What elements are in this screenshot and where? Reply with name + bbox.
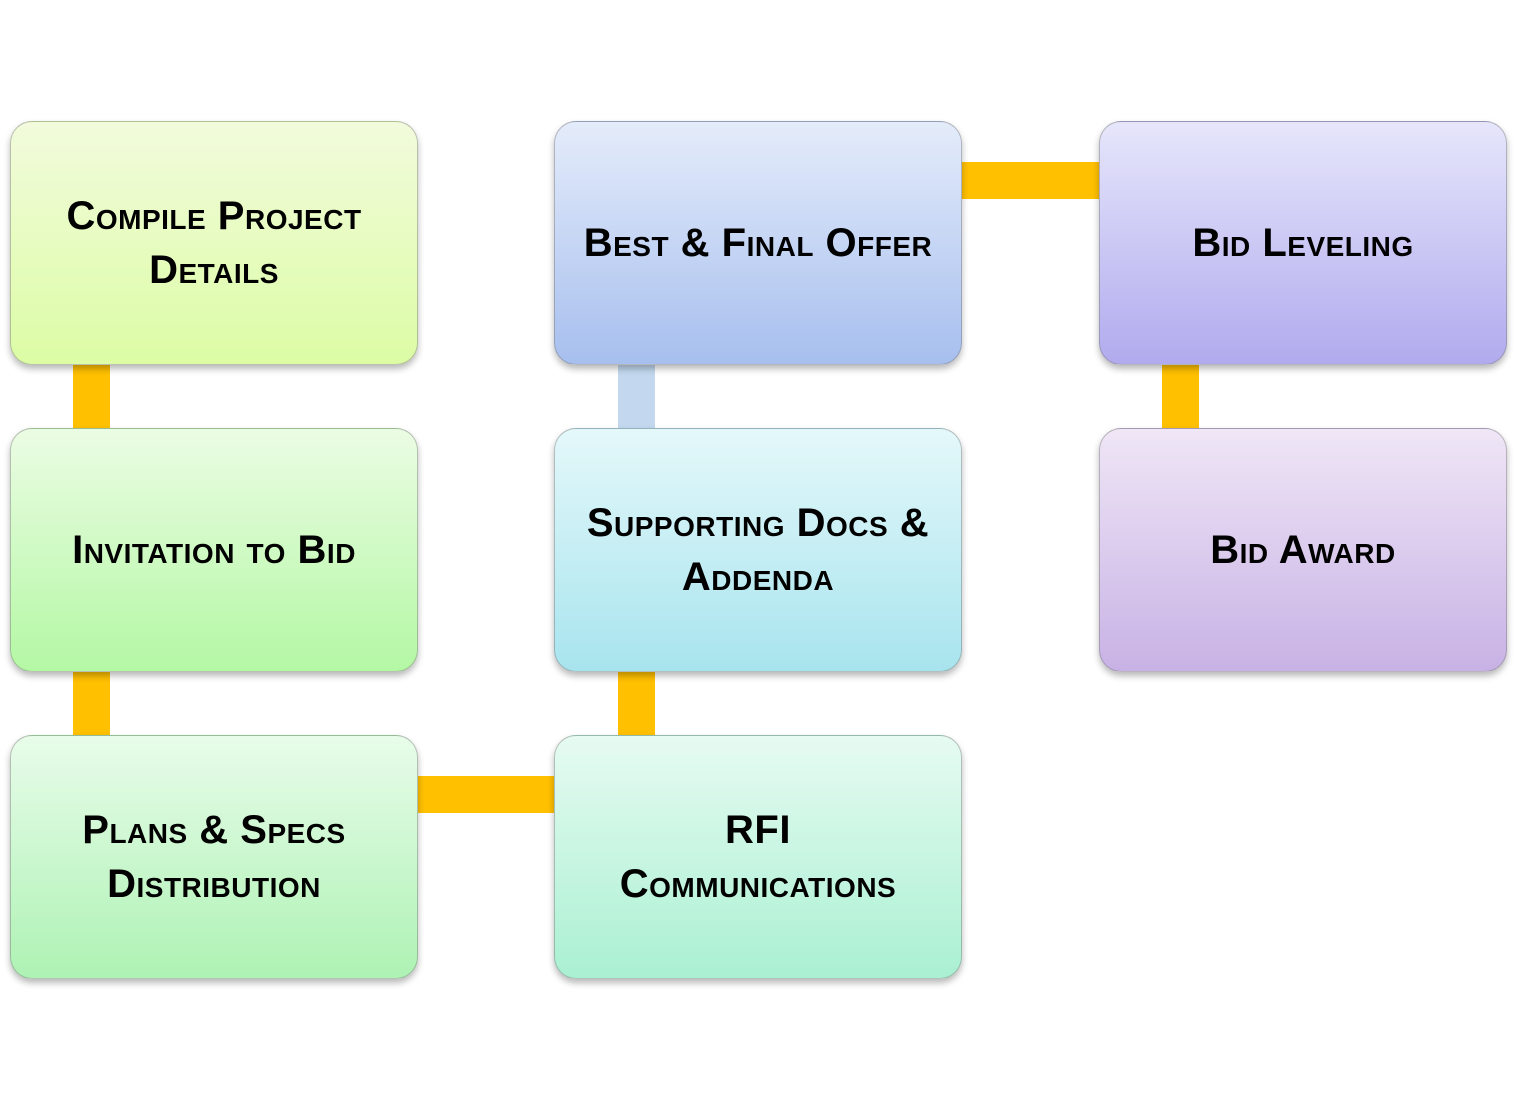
step-label: RFI Communications — [619, 808, 897, 906]
connector-best-final-to-bid-leveling — [962, 162, 1101, 199]
connector-plans-to-rfi — [416, 776, 556, 813]
step-label: Best & Final Offer — [583, 221, 933, 265]
step-invitation-to-bid: Invitation to Bid — [10, 428, 418, 672]
step-bid-award: Bid Award — [1099, 428, 1507, 672]
connector-rfi-to-supporting-docs — [618, 671, 655, 737]
connector-invitation-to-plans — [73, 671, 110, 737]
step-label: Invitation to Bid — [72, 528, 356, 572]
step-supporting-docs-addenda: Supporting Docs & Addenda — [554, 428, 962, 672]
step-compile-project-details: Compile Project Details — [10, 121, 418, 365]
step-best-final-offer: Best & Final Offer — [554, 121, 962, 365]
step-plans-specs-distribution: Plans & Specs Distribution — [10, 735, 418, 979]
step-label: Plans & Specs Distribution — [82, 808, 346, 906]
step-label: Supporting Docs & Addenda — [586, 501, 930, 599]
connector-supporting-docs-to-best-final — [618, 364, 655, 430]
step-label: Bid Award — [1210, 528, 1396, 572]
step-label: Bid Leveling — [1192, 221, 1414, 265]
step-bid-leveling: Bid Leveling — [1099, 121, 1507, 365]
step-rfi-communications: RFI Communications — [554, 735, 962, 979]
connector-bid-leveling-to-bid-award — [1162, 364, 1199, 430]
step-label: Compile Project Details — [66, 194, 362, 292]
connector-compile-to-invitation — [73, 364, 110, 430]
